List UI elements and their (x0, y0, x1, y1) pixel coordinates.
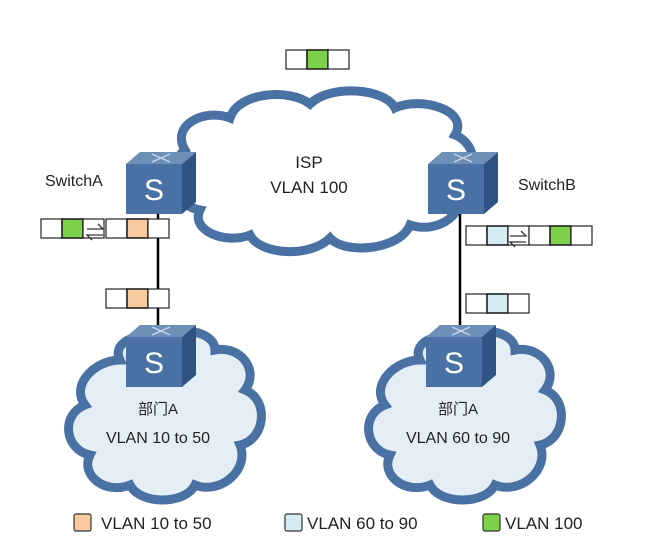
tag-cell-vlan (549, 225, 572, 246)
tag-cell-vlan (486, 225, 509, 246)
tag-cell-vlan (306, 49, 329, 70)
legend-swatch-vlan-60-90 (284, 513, 303, 532)
crossed-arrows-icon (451, 326, 471, 336)
tag-cell-vlan (486, 293, 509, 314)
swap-arrows-icon-a (85, 223, 105, 241)
tag-cell (40, 218, 63, 239)
tag-cell (147, 218, 170, 239)
dept-switch-right[interactable]: S (426, 325, 496, 387)
switch-b-label: SwitchB (518, 177, 576, 194)
switch-glyph: S (144, 347, 164, 380)
switch-glyph: S (144, 174, 164, 207)
dept-cloud-right (364, 326, 566, 505)
frame-tag-switchb-access (465, 225, 530, 246)
legend-label-vlan-100: VLAN 100 (505, 514, 583, 533)
swap-arrows-icon-b (508, 230, 528, 248)
frame-tag-dept-left (105, 288, 170, 309)
legend-label-vlan-10-50: VLAN 10 to 50 (101, 514, 212, 533)
legend-swatch-vlan-100 (482, 513, 501, 532)
dept-left-name: 部门A (138, 401, 178, 418)
tag-cell (105, 218, 128, 239)
switch-b[interactable]: S (428, 152, 498, 214)
tag-cell (465, 225, 488, 246)
tag-cell (528, 225, 551, 246)
tag-cell (285, 49, 308, 70)
legend: VLAN 10 to 50 VLAN 60 to 90 VLAN 100 (73, 513, 583, 533)
frame-tag-switchb-trunk (528, 225, 593, 246)
isp-title: ISP (295, 153, 322, 172)
tag-cell-vlan (126, 288, 149, 309)
tag-cell (507, 293, 530, 314)
tag-cell (465, 293, 488, 314)
dept-cloud-left (64, 326, 266, 505)
crossed-arrows-icon (151, 153, 171, 163)
dept-left-vlan: VLAN 10 to 50 (106, 430, 210, 447)
tag-cell-vlan (126, 218, 149, 239)
crossed-arrows-icon (453, 153, 473, 163)
tag-cell-vlan (61, 218, 84, 239)
crossed-arrows-icon (151, 326, 171, 336)
tag-cell (327, 49, 350, 70)
switch-glyph: S (446, 174, 466, 207)
switch-glyph: S (444, 347, 464, 380)
tag-cell (570, 225, 593, 246)
tag-cell (105, 288, 128, 309)
dept-switch-left[interactable]: S (126, 325, 196, 387)
switch-a-label: SwitchA (45, 173, 103, 190)
frame-tag-isp (285, 49, 350, 70)
frame-tag-switcha-access (105, 218, 170, 239)
tag-cell (147, 288, 170, 309)
dept-right-name: 部门A (438, 401, 478, 418)
isp-vlan: VLAN 100 (270, 178, 348, 197)
legend-label-vlan-60-90: VLAN 60 to 90 (307, 514, 418, 533)
switch-a[interactable]: S (126, 152, 196, 214)
legend-swatch-vlan-10-50 (73, 513, 92, 532)
frame-tag-dept-right (465, 293, 530, 314)
dept-right-vlan: VLAN 60 to 90 (406, 430, 510, 447)
